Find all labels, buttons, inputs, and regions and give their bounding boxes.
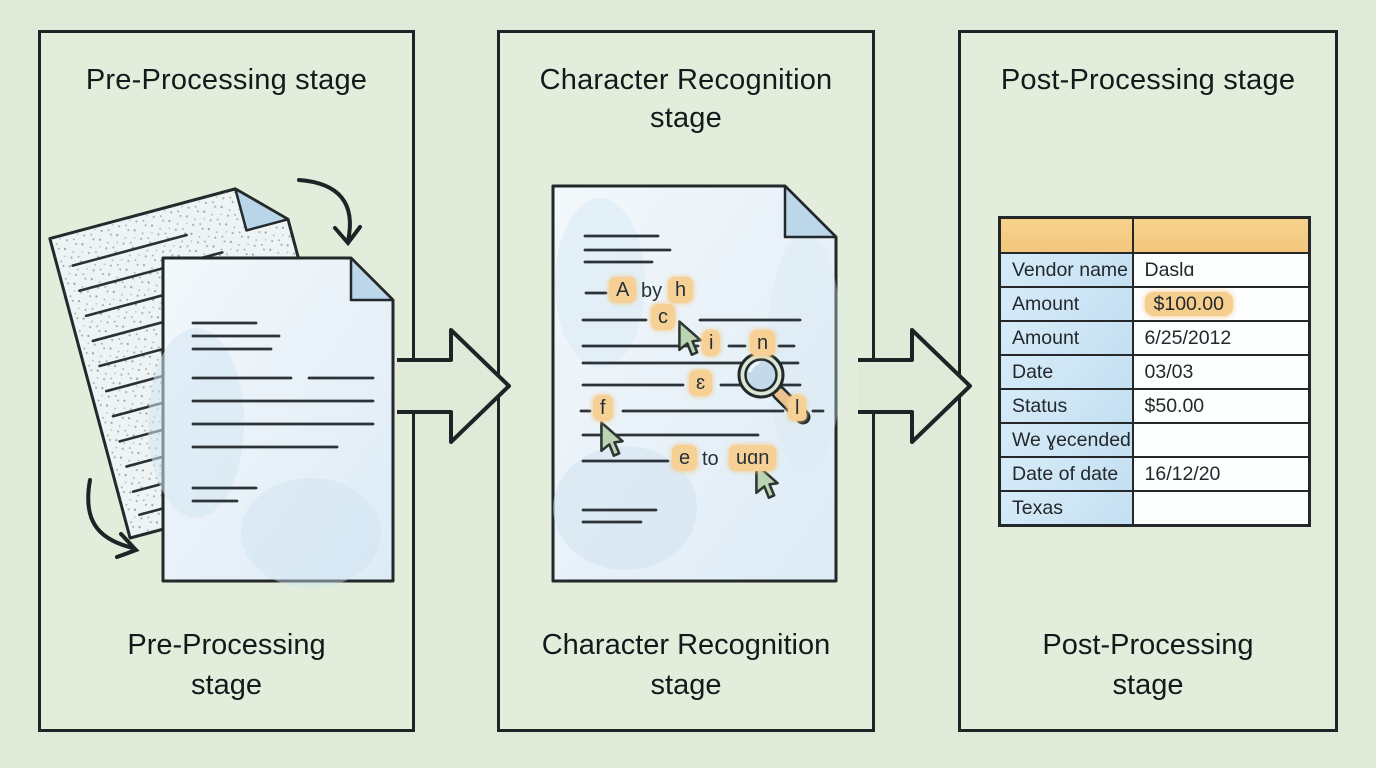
doc-word: by [641, 280, 663, 302]
folded-corner [349, 256, 395, 302]
field-label-cell: Status [998, 388, 1134, 424]
table-row: Amount 6/25/2012 [998, 320, 1311, 356]
table-row: Date 03/03 [998, 354, 1311, 390]
doc-word: to [702, 448, 719, 470]
post-processing-footer: Post-Processing stage [1042, 628, 1254, 701]
table-header-cell [1131, 216, 1311, 254]
char-chip: ɛ [689, 370, 713, 396]
field-value-cell: $50.00 [1131, 388, 1311, 424]
table-header-cell [998, 216, 1134, 254]
curved-arrow-top [297, 178, 362, 247]
field-value: 6/25/2012 [1144, 326, 1232, 349]
character-recognition-footer: Character Recognition stage [541, 628, 831, 701]
char-chip: i [702, 330, 721, 356]
highlighted-value: $100.00 [1144, 291, 1233, 316]
char-chip: n [750, 330, 776, 356]
folded-corner [783, 184, 838, 239]
field-label-cell: Date of date [998, 456, 1134, 492]
char-chip: e [672, 445, 698, 471]
field-value: $50.00 [1144, 394, 1205, 417]
field-value-cell: Daslɑ [1131, 252, 1311, 288]
field-value-cell: 16/12/20 [1131, 456, 1311, 492]
flow-arrow-1 [397, 328, 511, 444]
field-label-cell: We ɣecended [998, 422, 1134, 458]
table-header-row [998, 216, 1311, 254]
table-row: Status $50.00 [998, 388, 1311, 424]
field-value: 16/12/20 [1144, 462, 1221, 485]
pre-processing-title: Pre-Processing stage [85, 64, 368, 96]
field-label-cell: Vendor name [998, 252, 1134, 288]
table-row: Amount $100.00 [998, 286, 1311, 322]
field-value-cell: $100.00 [1131, 286, 1311, 322]
field-label-cell: Amount [998, 286, 1134, 322]
folded-corner [234, 187, 290, 232]
field-label-cell: Amount [998, 320, 1134, 356]
pre-processing-footer: Pre-Processing stage [127, 628, 326, 701]
character-recognition-title: Character Recognition stage [539, 64, 833, 135]
curved-arrow-bottom [86, 478, 140, 559]
table-row: Texas [998, 490, 1311, 527]
post-processing-title: Post-Processing stage [1000, 64, 1296, 96]
field-value-cell: 03/03 [1131, 354, 1311, 390]
field-value-cell [1131, 490, 1311, 527]
char-chip: h [668, 277, 694, 303]
char-chip: f [593, 395, 613, 421]
char-chip: l [788, 395, 807, 421]
table-row: Vendor name Daslɑ [998, 252, 1311, 288]
table-row: Date of date 16/12/20 [998, 456, 1311, 492]
field-value: Daslɑ [1144, 258, 1195, 281]
char-chip: uɑn [729, 445, 777, 471]
field-value-cell [1131, 422, 1311, 458]
panel-character-recognition: Character Recognition stage [497, 30, 875, 732]
clean-document [148, 256, 395, 588]
char-chip: c [651, 304, 675, 330]
panel-pre-processing: Pre-Processing stage [38, 30, 415, 732]
field-label-cell: Texas [998, 490, 1134, 527]
char-chip: A [609, 277, 637, 303]
table-row: We ɣecended [998, 422, 1311, 458]
field-value: 03/03 [1144, 360, 1194, 383]
flow-arrow-2 [858, 328, 972, 444]
pre-processing-illustration [48, 178, 395, 588]
field-label-cell: Date [998, 354, 1134, 390]
field-value-cell: 6/25/2012 [1131, 320, 1311, 356]
